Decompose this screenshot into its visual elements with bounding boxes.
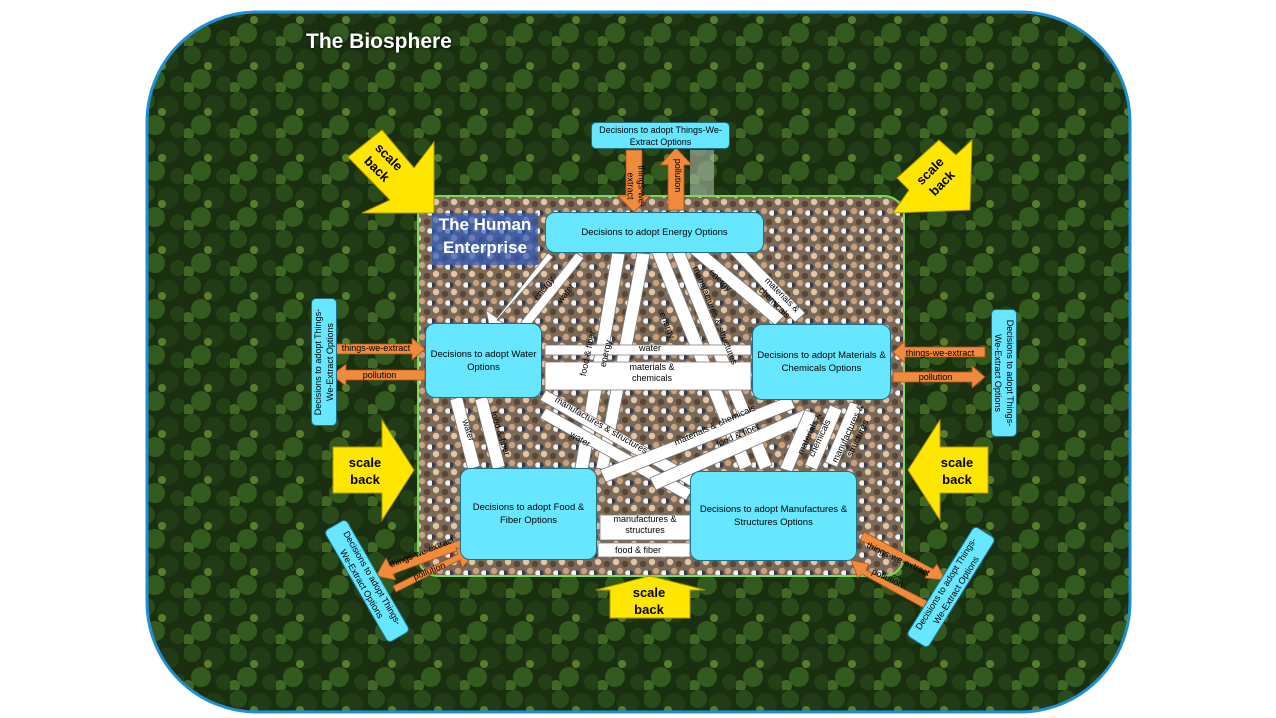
scale-back-arrow-bottom (595, 575, 706, 619)
scale-back-arrow-right (907, 418, 989, 522)
scale-back-arrow-left (332, 418, 415, 522)
energy-options-label: Decisions to adopt Energy Options (581, 227, 728, 238)
biosphere-title: The Biosphere (306, 30, 452, 53)
outer-flow-label-top-pollution: pollution (673, 158, 683, 193)
outer-flow-label-right-extract: things-we-extract (905, 348, 975, 358)
extract-box-top: Decisions to adopt Things-We-Extract Opt… (591, 122, 730, 149)
outer-flow-label-top-extract: things-we-extract (625, 165, 647, 207)
water-options-box: Decisions to adopt Water Options (425, 323, 542, 398)
outer-flow-label-left-pollution: pollution (362, 370, 397, 380)
extract-box-left: Decisions to adopt Things-We-Extract Opt… (311, 298, 337, 426)
arrow-left-extract (334, 337, 426, 361)
inner-label-food-4: food & fiber (614, 545, 662, 555)
outer-flow-label-left-extract: things-we-extract (341, 343, 411, 353)
materials-options-box: Decisions to adopt Materials & Chemicals… (752, 324, 891, 400)
scale-back-arrow-top-right (892, 138, 973, 214)
flow-arrow-food-manufactures (597, 542, 691, 558)
inner-label-manufactures-4: manufactures & structures (613, 514, 677, 535)
arrow-top-pollution (659, 147, 693, 211)
food-options-box: Decisions to adopt Food & Fiber Options (460, 468, 597, 560)
extract-box-left-label: Decisions to adopt Things-We-Extract Opt… (313, 308, 335, 416)
arrow-br-extract (859, 531, 946, 581)
arrow-top-extract (617, 149, 651, 213)
arrow-right-pollution (892, 365, 986, 389)
flow-arrow-materials-manufactures-2 (824, 401, 863, 468)
scale-back-label-bottom: scale back (632, 585, 666, 617)
manufactures-options-box: Decisions to adopt Manufactures & Struct… (690, 471, 857, 561)
manufactures-options-label: Decisions to adopt Manufactures & Struct… (699, 504, 848, 528)
energy-options-box: Decisions to adopt Energy Options (545, 212, 764, 253)
food-options-label: Decisions to adopt Food & Fiber Options (472, 502, 585, 526)
flow-arrow-water-materials (544, 344, 752, 356)
flow-arrow-materials-water (544, 361, 752, 391)
human-enterprise-title: The Human Enterprise (432, 213, 538, 265)
inner-flow-arrows (449, 245, 863, 558)
scale-back-arrows (332, 129, 989, 619)
human-enterprise-border (417, 195, 905, 577)
flow-arrow-food-materials (599, 395, 796, 483)
scale-back-label-left: scale back (348, 455, 382, 487)
scale-back-arrow-top-left (347, 129, 435, 214)
outer-flow-label-right-pollution: pollution (918, 372, 953, 382)
arrow-br-pollution (850, 559, 936, 613)
outer-flow-arrows (331, 147, 986, 613)
flow-arrow-materials-food (804, 404, 843, 471)
arrow-right-extract (892, 340, 986, 364)
extract-box-right-label: Decisions to adopt Things-We-Extract Opt… (993, 319, 1015, 427)
biosphere-border (145, 10, 1132, 714)
scale-back-label-right: scale back (940, 455, 974, 487)
inner-label-water-2: water (638, 343, 661, 353)
inner-label-materials-2: materials & chemicals (629, 362, 675, 383)
arrow-left-pollution (331, 363, 426, 387)
extract-box-right: Decisions to adopt Things-We-Extract Opt… (991, 309, 1017, 437)
arrow-bl-extract (375, 539, 465, 581)
materials-options-label: Decisions to adopt Materials & Chemicals… (757, 350, 886, 374)
water-options-label: Decisions to adopt Water Options (430, 348, 537, 373)
extract-box-top-label: Decisions to adopt Things-We-Extract Opt… (599, 124, 722, 147)
